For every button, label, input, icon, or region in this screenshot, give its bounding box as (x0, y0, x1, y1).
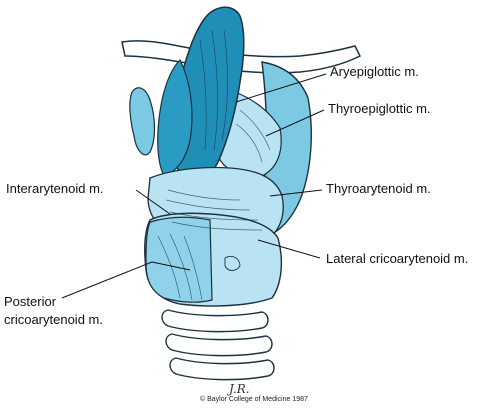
tracheal-rings (161, 309, 275, 381)
leader-thyroepiglottic (265, 109, 325, 137)
leader-posterior-a (61, 261, 153, 299)
label-interarytenoid: Interarytenoid m. (6, 181, 104, 196)
label-thyroarytenoid: Thyroarytenoid m. (326, 181, 431, 196)
leader-lateral (257, 239, 321, 259)
corniculate-cartilage (129, 87, 156, 156)
copyright-credit: © Baylor College of Medicine 1987 (200, 396, 308, 403)
joint-mark (224, 255, 241, 271)
leader-thyroarytenoid (269, 189, 323, 197)
posterior-cricoarytenoid-muscle (145, 216, 213, 303)
label-lateral-cricoarytenoid: Lateral cricoarytenoid m. (326, 251, 469, 266)
artist-signature: J.R. (229, 382, 250, 396)
leader-aryepiglottic (235, 73, 327, 103)
label-posterior-cricoarytenoid-line1: Posterior (4, 294, 57, 309)
label-posterior-cricoarytenoid-line2: cricoarytenoid m. (4, 312, 103, 327)
leader-interarytenoid (135, 189, 171, 215)
label-thyroepiglottic: Thyroepiglottic m. (328, 101, 431, 116)
label-aryepiglottic: Aryepiglottic m. (330, 64, 419, 79)
leader-posterior-b (151, 261, 191, 271)
leader-lines (61, 73, 327, 299)
muscle-fibers (157, 29, 271, 301)
